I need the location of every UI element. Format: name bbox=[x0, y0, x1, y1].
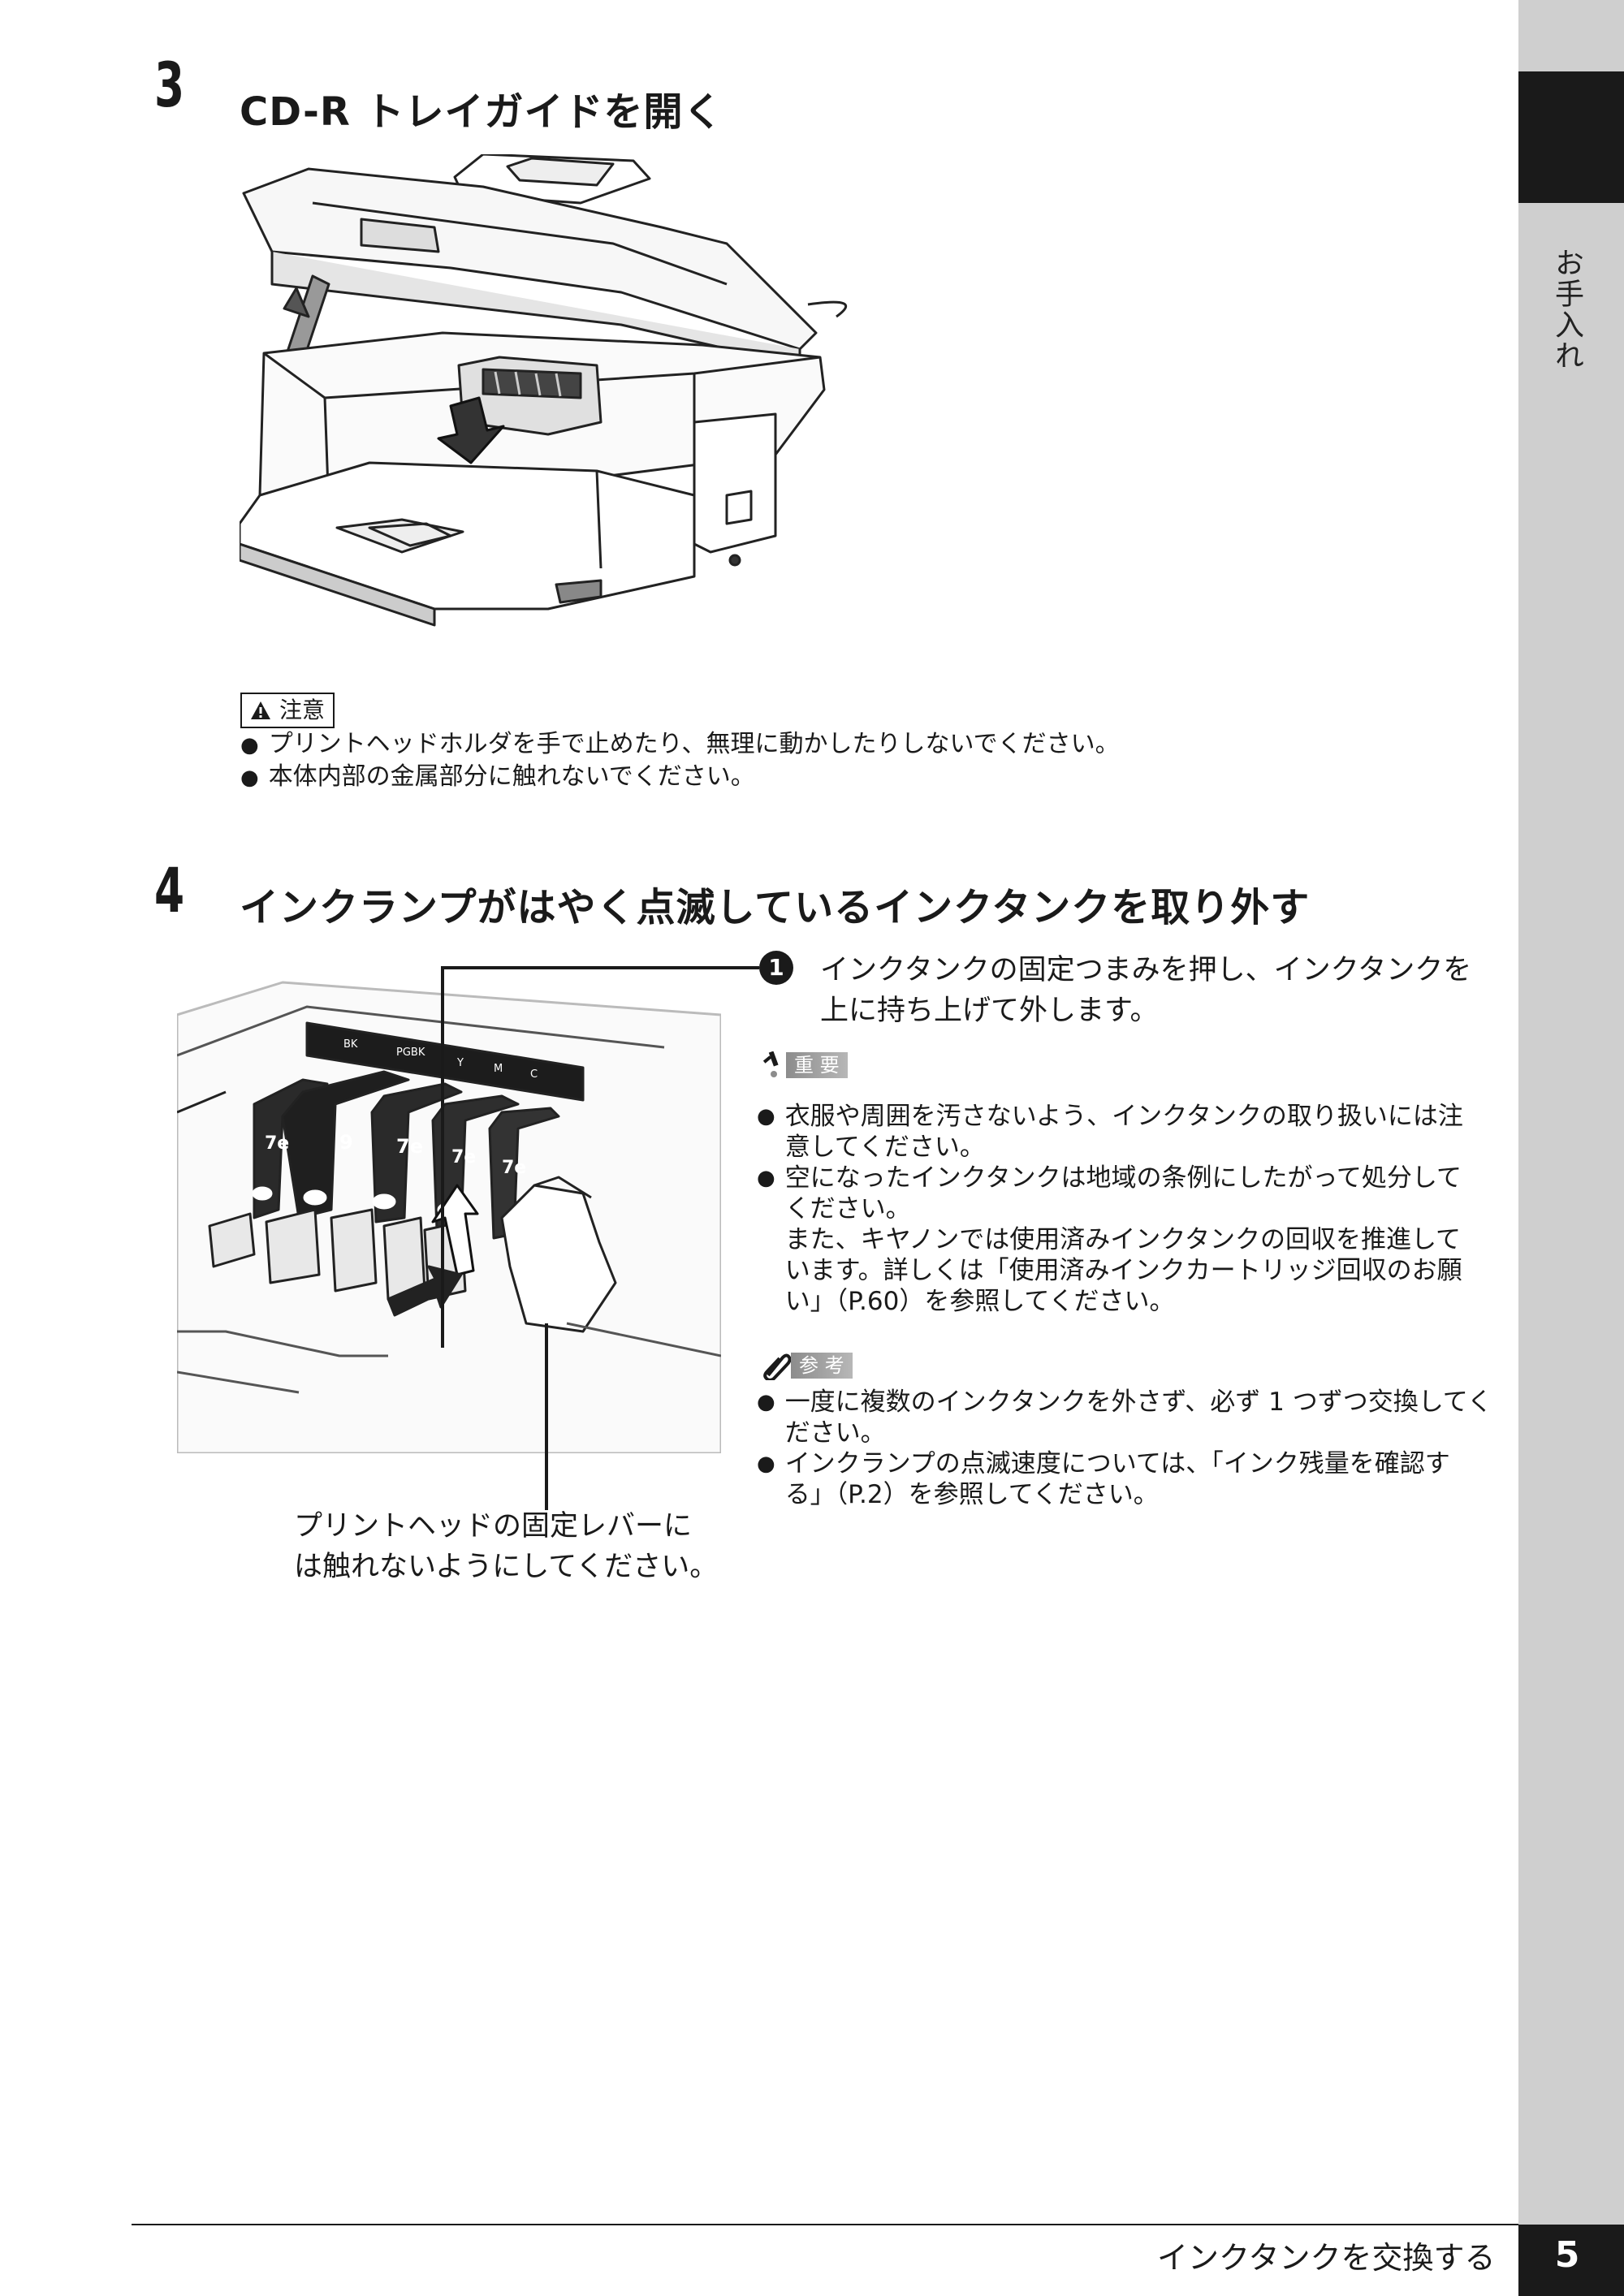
page-number-box bbox=[1518, 2225, 1624, 2296]
step-4-number: 4 bbox=[154, 854, 185, 926]
list-item: ● 衣服や周囲を汚さないよう、インクタンクの取り扱いには注 意してください。 bbox=[757, 1102, 1463, 1162]
bullet-icon: ● bbox=[240, 766, 259, 790]
bullet-icon: ● bbox=[757, 1104, 775, 1129]
list-item: ● インクランプの点滅速度については、「インク残量を確認す る」（P.2）を参照… bbox=[757, 1449, 1450, 1509]
label-strip-M: M bbox=[494, 1063, 503, 1075]
warning-icon bbox=[251, 701, 270, 719]
important-list: ● 衣服や周囲を汚さないよう、インクタンクの取り扱いには注 意してください。 ●… bbox=[757, 1101, 1496, 1317]
bullet-icon: ● bbox=[240, 733, 259, 757]
side-strip bbox=[1518, 0, 1624, 2296]
caution-label: 注意 bbox=[240, 693, 335, 728]
image-caption: プリントヘッドの固定レバーに は触れないようにしてください。 bbox=[294, 1510, 719, 1583]
list-item: ● 一度に複数のインクタンクを外さず、必ず 1 つずつ交換してく ださい。 bbox=[757, 1388, 1492, 1448]
caution-item: ●本体内部の金属部分に触れないでください。 bbox=[240, 762, 755, 791]
bullet-icon: ● bbox=[757, 1166, 775, 1190]
step-4-title: インクランプがはやく点滅しているインクタンクを取り外す bbox=[240, 885, 1311, 930]
bullet-icon: ● bbox=[757, 1390, 775, 1414]
tank-front-label: 7e bbox=[265, 1133, 289, 1154]
page-number: 5 bbox=[1554, 2234, 1580, 2276]
reference-label: 参 考 bbox=[791, 1353, 853, 1379]
step-4-instruction: インクタンクの固定つまみを押し、インクタンクを 上に持ち上げて外します。 bbox=[820, 954, 1472, 1027]
footer-section-title: インクタンクを交換する bbox=[1157, 2240, 1496, 2276]
important-label: 重 要 bbox=[786, 1052, 848, 1078]
exclamation-sparkle-icon bbox=[762, 1051, 779, 1077]
label-strip-PGBK: PGBK bbox=[396, 1047, 425, 1059]
label-strip-Y: Y bbox=[456, 1057, 464, 1069]
caution-item: ●プリントヘッドホルダを手で止めたり、無理に動かしたりしないでください。 bbox=[240, 730, 1120, 758]
step-3-title: CD-R トレイガイドを開く bbox=[240, 89, 723, 135]
tank-front-label: 7e bbox=[396, 1135, 423, 1158]
side-tab-marker bbox=[1518, 71, 1624, 203]
printer-open-illustration bbox=[240, 154, 848, 627]
label-strip-C: C bbox=[530, 1068, 538, 1081]
caution-label-text: 注意 bbox=[279, 697, 326, 723]
step-3-number: 3 bbox=[154, 49, 185, 121]
ink-tank-removal-illustration: BK PGBK Y M C 7e 9 7e 7e 7e bbox=[177, 981, 721, 1453]
side-tab-label: お手入れ bbox=[1550, 248, 1583, 371]
important-heading: 重 要 bbox=[762, 1051, 848, 1079]
tank-front-label: 7e bbox=[451, 1147, 476, 1167]
bullet-icon: ● bbox=[757, 1452, 775, 1476]
footer-rule bbox=[132, 2224, 1518, 2225]
tank-front-label: 9 bbox=[339, 1131, 353, 1154]
callout-marker-1: 1 bbox=[759, 951, 793, 985]
paperclip-icon bbox=[763, 1353, 791, 1380]
reference-heading: 参 考 bbox=[762, 1351, 853, 1380]
reference-list: ● 一度に複数のインクタンクを外さず、必ず 1 つずつ交換してく ださい。 ● … bbox=[757, 1387, 1504, 1510]
list-item: ● 空になったインクタンクは地域の条例にしたがって処分して ください。 また、キ… bbox=[757, 1163, 1462, 1316]
label-strip-BK: BK bbox=[343, 1038, 358, 1051]
tank-front-label: 7e bbox=[502, 1158, 526, 1178]
